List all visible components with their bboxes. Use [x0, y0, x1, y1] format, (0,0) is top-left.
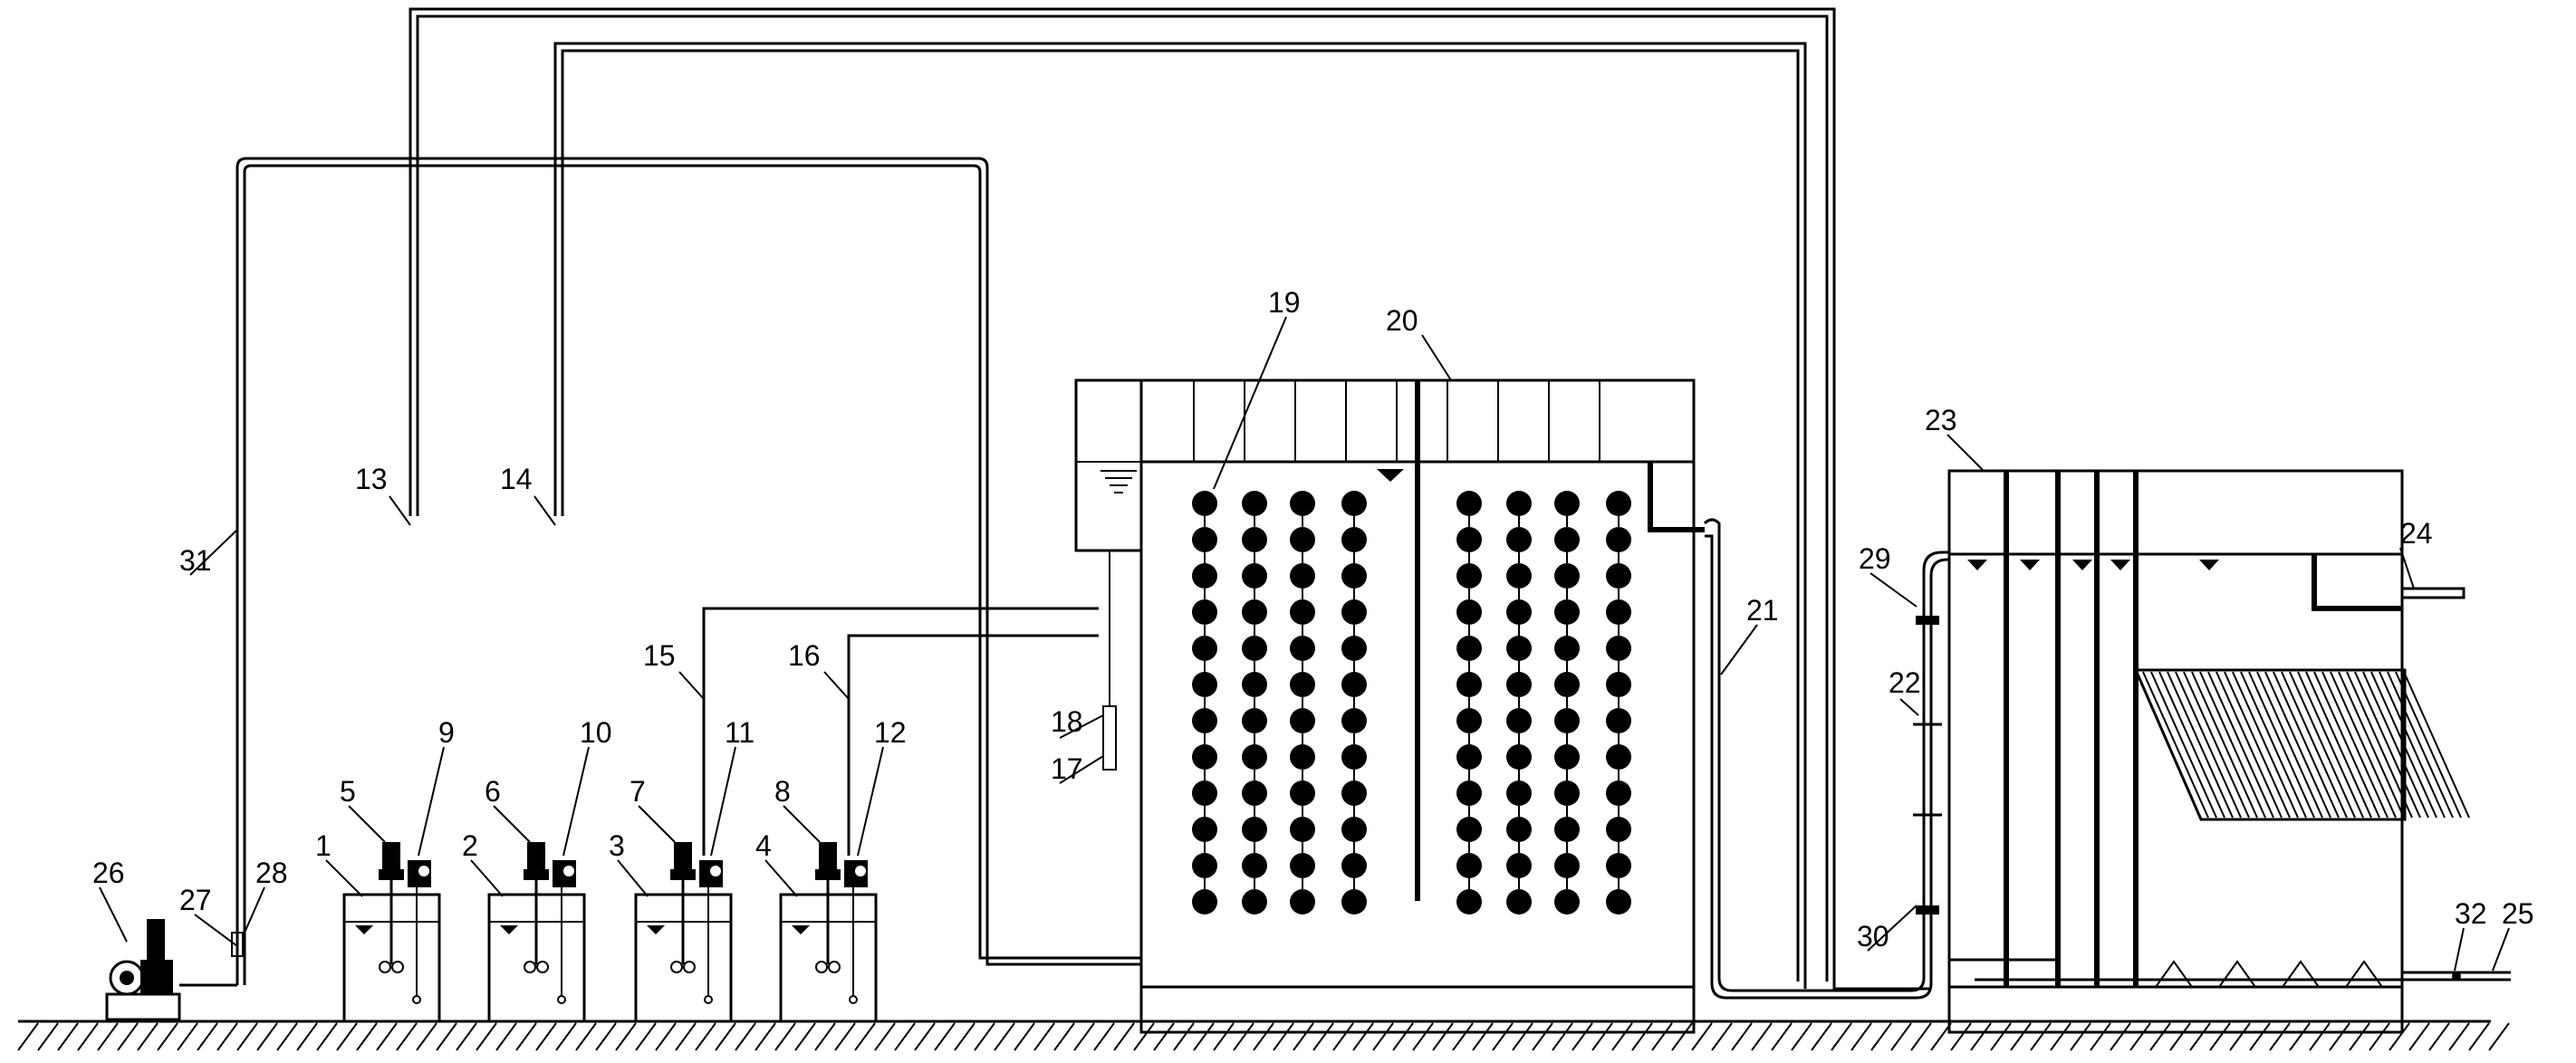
label-29: 29: [1859, 542, 1891, 575]
label-10: 10: [580, 716, 612, 749]
label-14: 14: [500, 463, 533, 495]
label-32: 32: [2455, 897, 2487, 930]
label-6: 6: [485, 775, 501, 808]
label-17: 17: [1051, 752, 1083, 785]
feed-pipe: [235, 157, 1141, 985]
label-15: 15: [643, 639, 676, 672]
label-12: 12: [874, 716, 907, 749]
part-labels: 1 2 3 4 5 6 7 8 9 10 11 12 13 14 15 16 1…: [92, 286, 2534, 953]
dosing-pipe-13: [409, 7, 1929, 991]
dosing-tank-1: [342, 842, 441, 1023]
label-9: 9: [438, 716, 455, 749]
label-4: 4: [755, 829, 772, 862]
transfer-pipe: [1703, 518, 1949, 1000]
label-25: 25: [2502, 897, 2534, 930]
dosing-tank-2: [487, 842, 586, 1023]
label-20: 20: [1386, 304, 1418, 337]
label-8: 8: [774, 775, 791, 808]
reactor-tank: [1074, 378, 1705, 1034]
ground: [17, 1020, 2510, 1051]
label-24: 24: [2400, 517, 2433, 550]
label-1: 1: [315, 829, 332, 862]
label-3: 3: [609, 829, 625, 862]
dosing-pipe-14: [553, 42, 1807, 989]
dosing-tank-3: [634, 842, 733, 1023]
label-13: 13: [355, 463, 388, 495]
label-27: 27: [179, 884, 212, 916]
label-28: 28: [255, 857, 288, 889]
label-11: 11: [725, 716, 755, 749]
label-23: 23: [1925, 404, 1957, 436]
settling-tank: [1947, 469, 2511, 1034]
label-19: 19: [1268, 286, 1301, 319]
label-21: 21: [1746, 594, 1779, 627]
label-22: 22: [1889, 666, 1921, 699]
dosing-pipe-15: [702, 607, 1099, 856]
leader-lines: [99, 316, 2510, 972]
dosing-pipe-16: [847, 634, 1099, 856]
feed-pump: [105, 919, 237, 1021]
label-5: 5: [340, 775, 356, 808]
dosing-tank-4: [779, 842, 878, 1023]
label-30: 30: [1857, 920, 1889, 953]
label-31: 31: [179, 544, 212, 577]
label-16: 16: [788, 639, 821, 672]
label-18: 18: [1051, 705, 1083, 738]
label-26: 26: [92, 857, 125, 889]
label-7: 7: [630, 775, 646, 808]
label-2: 2: [462, 829, 478, 862]
